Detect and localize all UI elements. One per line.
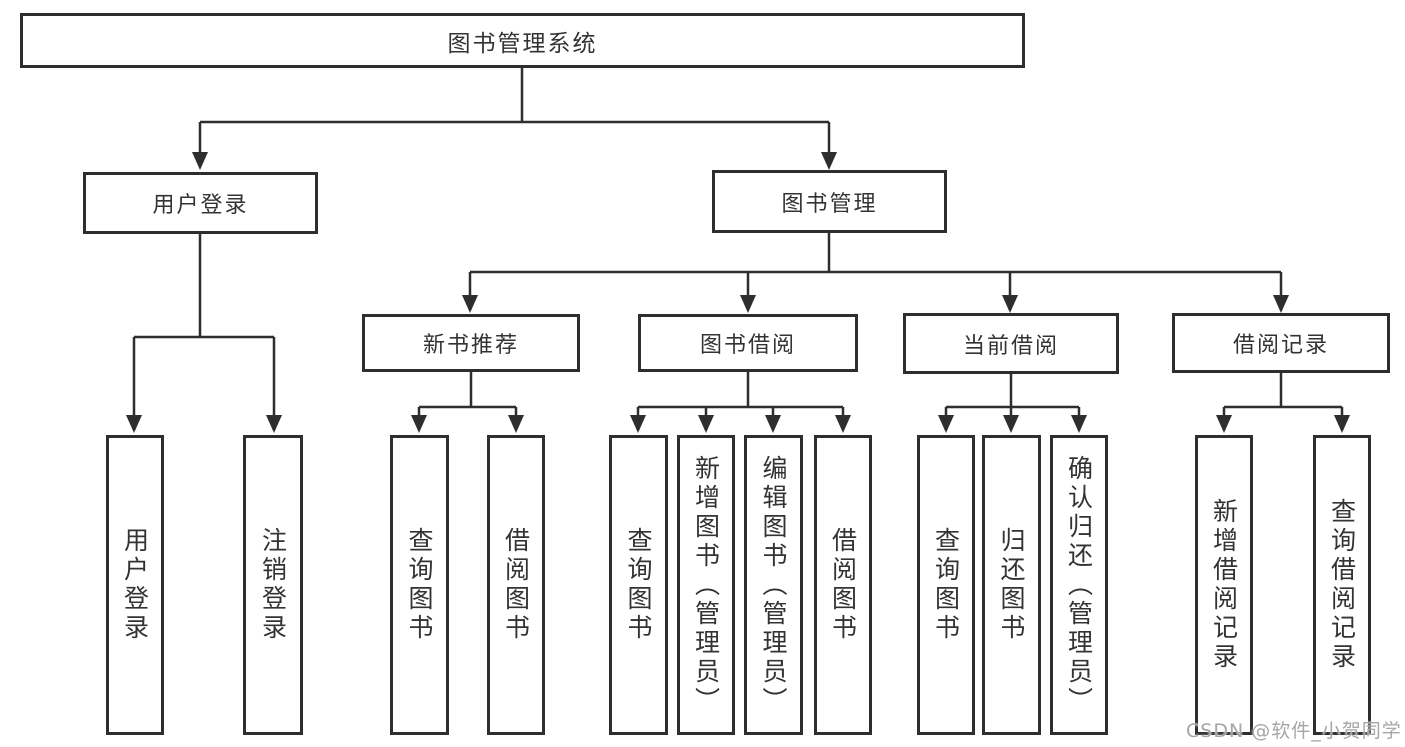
- node-book-management-branch: 图书管理: [712, 170, 947, 233]
- node-library-management-system: 图书管理系统: [20, 13, 1025, 68]
- leaf-query-books-current: 查询图书: [917, 435, 975, 735]
- leaf-add-borrow-record: 新增借阅记录: [1195, 435, 1253, 735]
- node-new-book-recommendation: 新书推荐: [362, 314, 580, 372]
- leaf-user-login: 用户登录: [106, 435, 164, 735]
- node-book-borrowing: 图书借阅: [638, 314, 858, 372]
- leaf-confirm-return-admin: 确认归还（管理员）: [1050, 435, 1108, 735]
- leaf-add-books-admin: 新增图书（管理员）: [677, 435, 735, 735]
- leaf-edit-books-admin: 编辑图书（管理员）: [744, 435, 803, 735]
- leaf-query-books-recommend: 查询图书: [390, 435, 449, 735]
- node-user-login-branch: 用户登录: [83, 172, 318, 234]
- node-borrowing-records: 借阅记录: [1172, 313, 1390, 373]
- leaf-return-books: 归还图书: [982, 435, 1041, 735]
- leaf-query-borrow-record: 查询借阅记录: [1313, 435, 1371, 735]
- leaf-borrow-books-recommend: 借阅图书: [487, 435, 545, 735]
- leaf-logout: 注销登录: [243, 435, 303, 735]
- leaf-borrow-books-borrowing: 借阅图书: [814, 435, 872, 735]
- csdn-watermark: CSDN @软件_小贺同学: [1186, 720, 1402, 742]
- leaf-query-books-borrowing: 查询图书: [609, 435, 668, 735]
- node-current-borrowing: 当前借阅: [903, 313, 1119, 374]
